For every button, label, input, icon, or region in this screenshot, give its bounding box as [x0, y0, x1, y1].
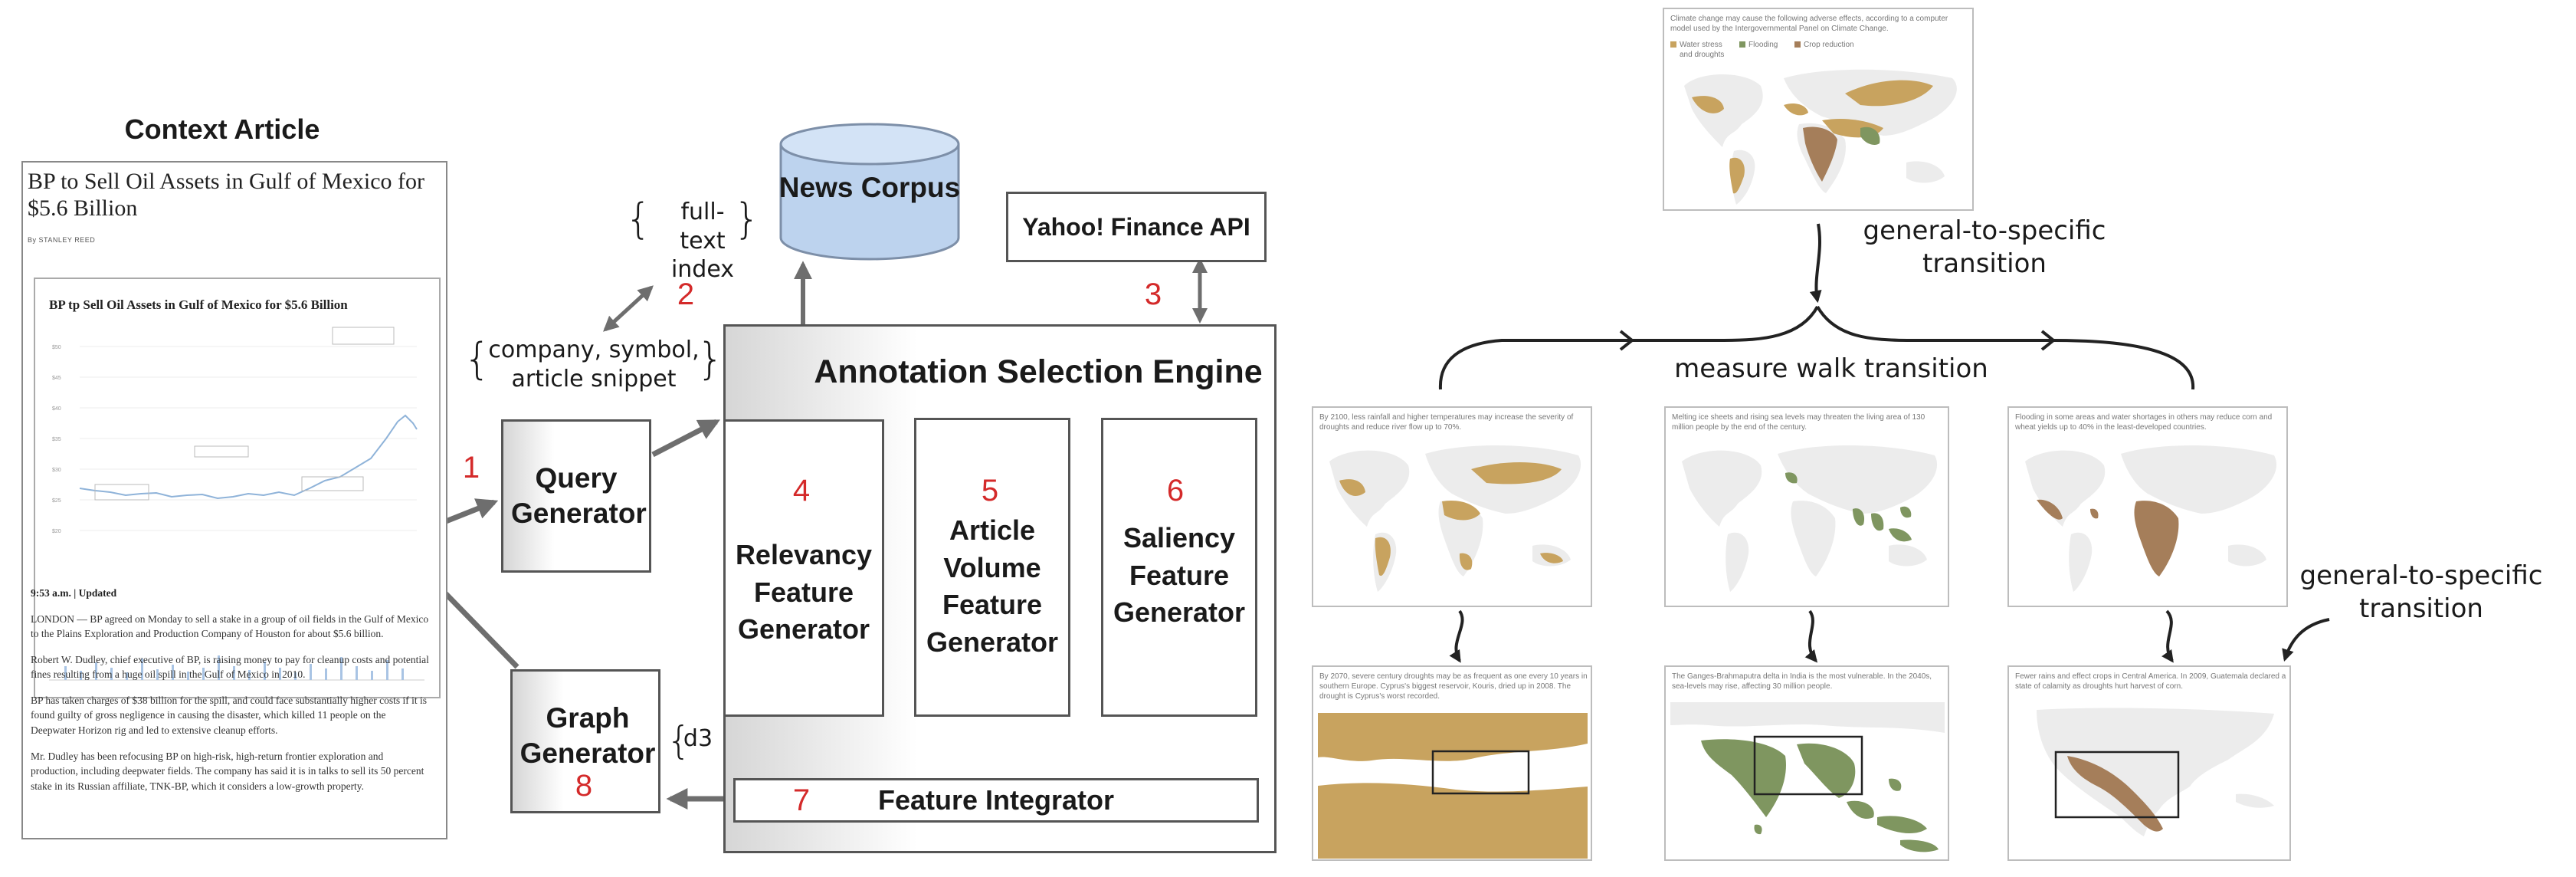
arrow-article-to-query	[444, 498, 499, 524]
map-card-overview: Climate change may cause the following a…	[1663, 8, 1974, 211]
map-legend: Water stress and droughts Flooding Crop …	[1670, 40, 1969, 63]
zoom-map-europe	[1318, 713, 1588, 859]
relevancy-feature-generator-label: Relevancy Feature Generator	[735, 539, 873, 645]
arrow-top-map-down	[1809, 223, 1822, 304]
article-paragraph: LONDON — BP agreed on Monday to sell a s…	[31, 613, 429, 640]
step-number-2: 2	[677, 278, 695, 311]
legend-item: Water stress and droughts	[1680, 41, 1725, 59]
world-map-crops	[2025, 445, 2277, 592]
full-text-index-label: { full-text index }	[625, 195, 760, 283]
stock-line-chart: $50 $45 $40 $35 $30 $25 $20	[52, 327, 418, 534]
query-terms-label: { company, symbol, article snippet }	[464, 334, 724, 393]
svg-text:$20: $20	[52, 529, 61, 534]
map-caption: Climate change may cause the following a…	[1670, 15, 1948, 33]
general-to-specific-label-side: general-to-specific transition	[2299, 560, 2543, 624]
article-volume-feature-generator-label: Article Volume Feature Generator	[926, 514, 1059, 658]
news-corpus-label: News Corpus	[778, 172, 961, 203]
volume-bars	[49, 655, 424, 681]
measure-walk-label: measure walk transition	[1674, 353, 1988, 384]
saliency-feature-generator-box: Saliency Feature Generator	[1101, 418, 1257, 717]
map-caption: By 2070, severe century droughts may be …	[1319, 672, 1588, 701]
feature-integrator-box: Feature Integrator	[733, 778, 1259, 823]
svg-text:$40: $40	[52, 406, 61, 412]
map-card-sea-levels: Melting ice sheets and rising sea levels…	[1664, 406, 1949, 607]
general-to-specific-label-top: general-to-specific transition	[1863, 215, 2106, 279]
saliency-feature-generator-label: Saliency Feature Generator	[1113, 522, 1246, 629]
embedded-stock-chart: BP tp Sell Oil Assets in Gulf of Mexico …	[34, 278, 441, 698]
svg-text:$45: $45	[52, 376, 61, 381]
news-corpus-icon	[779, 123, 960, 261]
arrow-query-to-engine	[651, 419, 720, 458]
graph-generator-box: Graph Generator	[510, 669, 660, 813]
zoom-map-south-asia	[1670, 702, 1945, 852]
d3-label: { d3	[667, 718, 729, 763]
svg-text:$25: $25	[52, 498, 61, 504]
article-headline: BP to Sell Oil Assets in Gulf of Mexico …	[28, 169, 425, 221]
world-map-overview	[1684, 69, 1957, 205]
legend-item: Flooding	[1748, 41, 1778, 49]
step-number-4: 4	[792, 474, 811, 507]
map-card-central-america: Fewer rains and effect crops in Central …	[2007, 665, 2291, 861]
engine-title: Annotation Selection Engine	[814, 353, 1263, 390]
article-panel: BP to Sell Oil Assets in Gulf of Mexico …	[21, 161, 447, 839]
step-number-5: 5	[981, 474, 999, 507]
article-paragraph: Mr. Dudley has been refocusing BP on hig…	[31, 750, 424, 792]
arrow-map-right-down	[2161, 609, 2174, 663]
relevancy-feature-generator-box: Relevancy Feature Generator	[723, 419, 884, 717]
world-map-sea-levels	[1682, 445, 1938, 592]
arrow-map-mid-down	[1804, 609, 1818, 663]
yahoo-finance-api-box: Yahoo! Finance API	[1006, 192, 1267, 262]
yahoo-finance-api-label: Yahoo! Finance API	[1022, 212, 1250, 241]
map-caption: Fewer rains and effect crops in Central …	[2015, 672, 2286, 691]
svg-text:$50: $50	[52, 345, 61, 350]
map-caption: Melting ice sheets and rising sea levels…	[1672, 413, 1925, 432]
d3-text: d3	[683, 725, 713, 752]
legend-swatch-drought	[1670, 41, 1676, 48]
article-paragraph: Robert W. Dudley, chief executive of BP,…	[31, 653, 429, 681]
context-article-heading: Context Article	[124, 113, 320, 145]
full-text-index-text: full-text index	[670, 199, 735, 283]
zoom-region-box	[1431, 750, 1530, 795]
legend-swatch-crop	[1794, 41, 1801, 48]
step-number-8: 8	[575, 769, 593, 803]
query-terms-text: company, symbol, article snippet	[488, 337, 700, 393]
article-byline: By STANLEY REED	[28, 236, 96, 244]
map-card-crops: Flooding in some areas and water shortag…	[2007, 406, 2288, 607]
map-caption: The Ganges-Brahmaputra delta in India is…	[1672, 672, 1932, 691]
arrow-query-to-index	[603, 285, 654, 332]
step-number-7: 7	[792, 783, 811, 817]
arrow-map-left-down	[1449, 609, 1464, 663]
map-caption: Flooding in some areas and water shortag…	[2015, 413, 2273, 432]
svg-text:$30: $30	[52, 468, 61, 473]
svg-text:$35: $35	[52, 437, 61, 442]
step-number-6: 6	[1166, 474, 1185, 507]
zoom-region-box	[1753, 735, 1863, 796]
embedded-chart-title: BP tp Sell Oil Assets in Gulf of Mexico …	[49, 297, 348, 312]
article-timestamp: 9:53 a.m. | Updated	[31, 587, 117, 599]
world-map-droughts	[1329, 445, 1581, 592]
map-card-south-asia: The Ganges-Brahmaputra delta in India is…	[1664, 665, 1949, 861]
legend-swatch-flood	[1739, 41, 1745, 48]
zoom-region-box	[2054, 751, 2180, 819]
article-body: 9:53 a.m. | Updated LONDON — BP agreed o…	[31, 586, 429, 804]
query-generator-box: Query Generator	[501, 419, 651, 573]
article-volume-feature-generator-box: Article Volume Feature Generator	[914, 418, 1070, 717]
map-caption: By 2100, less rainfall and higher temper…	[1319, 413, 1574, 432]
feature-integrator-label: Feature Integrator	[877, 784, 1115, 816]
article-paragraph: BP has taken charges of $38 billion for …	[31, 694, 428, 736]
map-card-droughts: By 2100, less rainfall and higher temper…	[1312, 406, 1592, 607]
zoom-map-central-america	[2037, 708, 2274, 836]
arrow-side-right	[2282, 618, 2330, 662]
graph-generator-label: Graph Generator	[519, 702, 656, 770]
query-generator-label: Query Generator	[511, 461, 647, 529]
step-number-1: 1	[462, 451, 480, 484]
legend-item: Crop reduction	[1804, 41, 1854, 49]
map-card-europe: By 2070, severe century droughts may be …	[1312, 665, 1592, 861]
step-number-3: 3	[1144, 278, 1162, 311]
